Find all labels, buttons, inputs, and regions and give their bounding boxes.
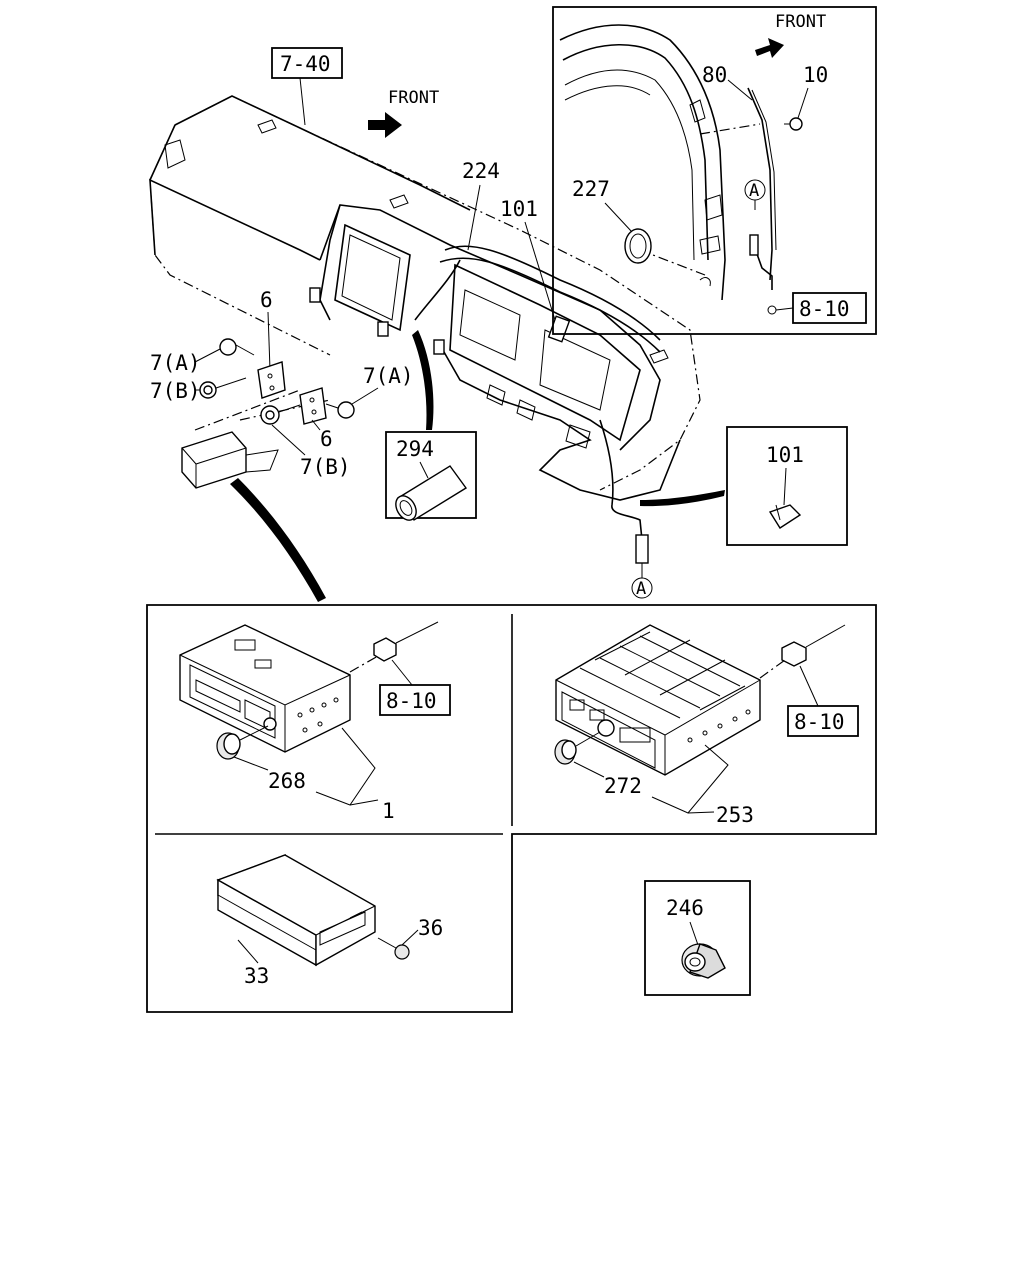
callout-101-dashboard: 101 [500,197,538,221]
callout-253: 253 [716,803,754,827]
circle-a-cable: A [631,563,653,599]
ref-7-40-label: 7-40 [280,52,331,76]
ref-8-10-inset-label: 8-10 [799,297,850,321]
callout-7b-bottom: 7(B) [300,455,351,479]
bracket-bolt-group: 6 7(A) 7(B) 6 7(A) [150,288,414,602]
callout-6-top: 6 [260,288,273,312]
callout-7a-right: 7(A) [363,364,414,388]
circle-a-cable-label: A [636,579,646,599]
inset-antenna-view: 227 80 10 A 8-10 FRONT [552,6,877,335]
instrument-panel-drawing [149,95,725,564]
reference-box-7-40: 7-40 [271,47,343,126]
radio-2-drawing: 272 253 8-10 [554,624,859,827]
front-label-inset: FRONT [775,12,826,32]
ref-8-10-radio1-label: 8-10 [386,689,437,713]
ref-8-10-radio2-label: 8-10 [794,710,845,734]
front-label-main: FRONT [388,88,439,108]
callout-227: 227 [572,177,610,201]
radio-panel-frame [146,604,877,1013]
part-294-box: 294 [385,431,477,521]
callout-33: 33 [244,964,269,988]
callout-10: 10 [803,63,828,87]
part-101-box: 101 [726,426,848,546]
front-arrow-main: FRONT [368,88,439,138]
pocket-33-drawing: 36 33 [216,853,443,988]
callout-7b-left: 7(B) [150,379,201,403]
callout-6-bottom: 6 [320,427,333,451]
callout-1: 1 [382,799,395,823]
circle-a-inset-label: A [749,181,759,201]
callout-294: 294 [396,437,434,461]
callout-101-box: 101 [766,443,804,467]
callout-272: 272 [604,774,642,798]
callout-7a-left: 7(A) [150,351,201,375]
callout-80: 80 [702,63,727,87]
callout-36: 36 [418,916,443,940]
callout-268: 268 [268,769,306,793]
callout-246: 246 [666,896,704,920]
radio-1-drawing: 268 1 8-10 [179,621,451,823]
part-246-box: 246 [644,880,751,996]
callout-224: 224 [462,159,500,183]
